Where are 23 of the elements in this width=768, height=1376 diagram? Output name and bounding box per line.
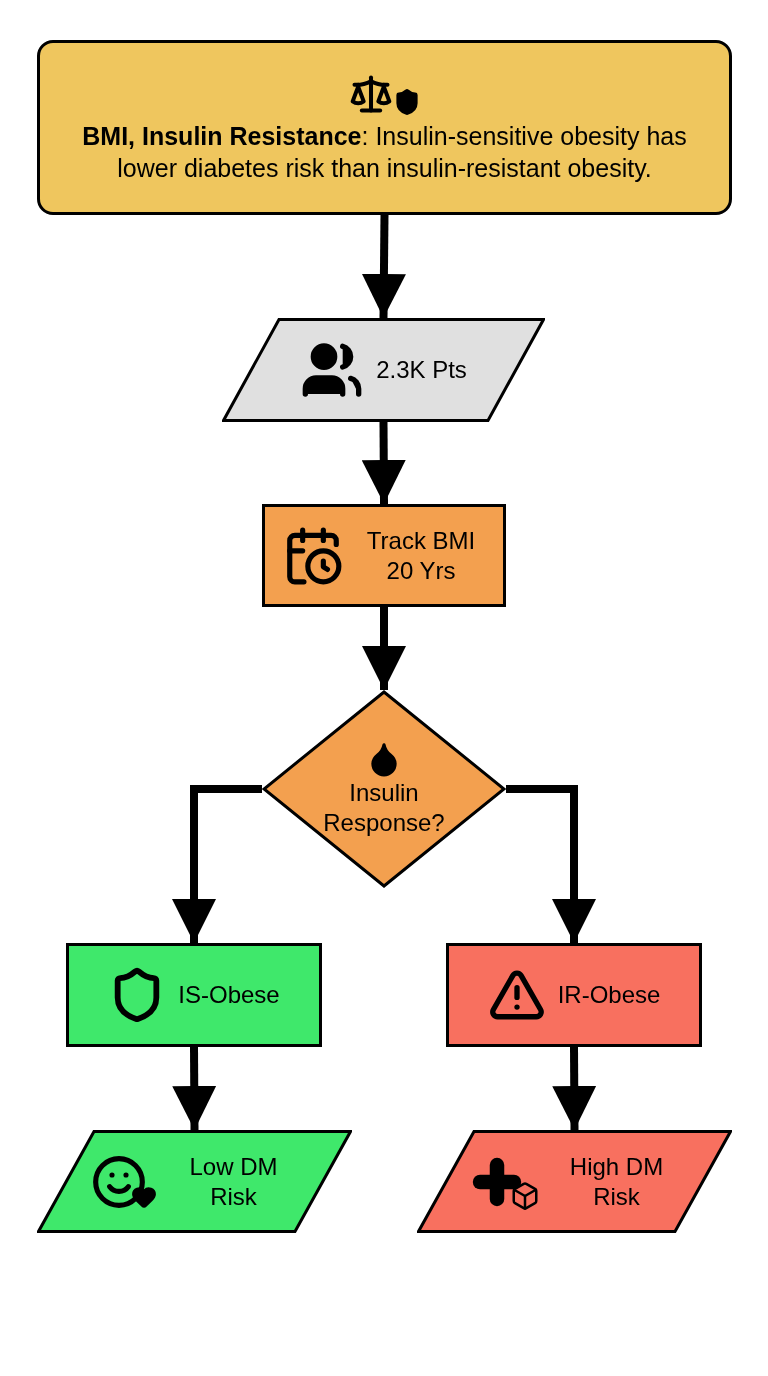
node-label: Track BMI 20 Yrs xyxy=(365,525,477,586)
data-parallelogram xyxy=(37,1130,352,1233)
arrow xyxy=(172,785,262,943)
data-parallelogram xyxy=(222,318,545,422)
arrow xyxy=(361,421,406,505)
arrow xyxy=(361,214,406,319)
header-box xyxy=(37,40,732,215)
process-box xyxy=(446,943,702,1047)
node-label: IS-Obese xyxy=(178,980,280,1010)
arrow xyxy=(362,607,406,690)
node-label: Low DM Risk xyxy=(188,1151,279,1212)
decision-diamond xyxy=(262,690,506,888)
node-label: High DM Risk xyxy=(568,1151,665,1212)
node-label: 2.3K Pts xyxy=(376,355,467,385)
summary-text: BMI, Insulin Resistance: Insulin-sensitive obesity has lower diabetes risk than insulin-resistant obesity. xyxy=(81,120,688,184)
node-label: IR-Obese xyxy=(557,980,661,1010)
process-box xyxy=(262,504,506,607)
process-box xyxy=(66,943,322,1047)
arrow xyxy=(506,785,596,943)
node-label: Insulin Response? xyxy=(322,778,446,838)
arrow xyxy=(552,1046,597,1131)
arrow xyxy=(172,1046,217,1131)
data-parallelogram xyxy=(417,1130,732,1233)
